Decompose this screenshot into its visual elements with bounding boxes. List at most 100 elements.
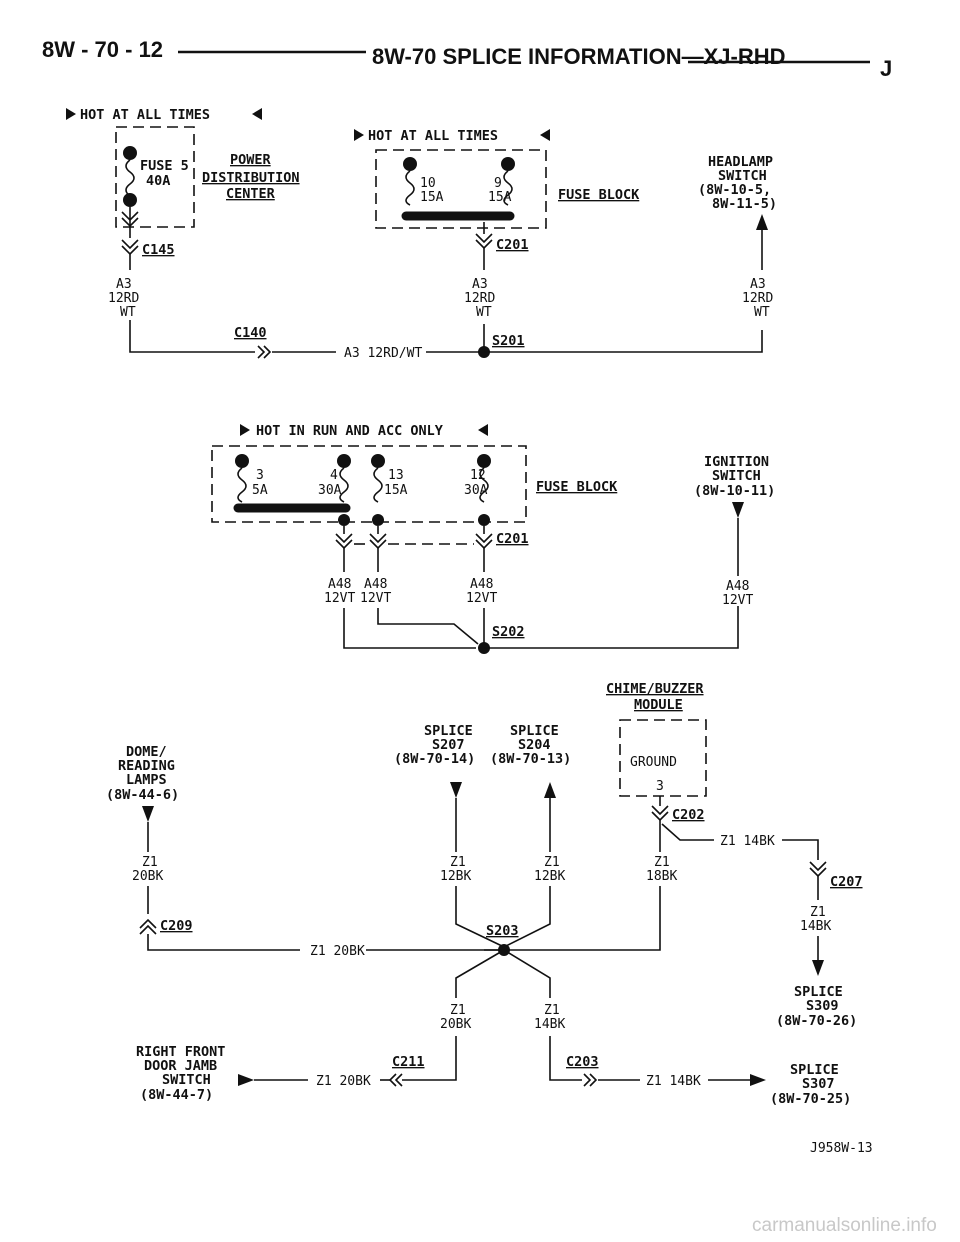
- fuse-terminal: [235, 454, 249, 468]
- door-jamb-label-2: DOOR JAMB: [144, 1058, 217, 1074]
- c201-label: C201: [496, 237, 529, 253]
- ignition-label-2: SWITCH: [712, 468, 761, 484]
- wire-a3-color-3: WT: [754, 305, 770, 320]
- fuse-icon: [237, 467, 247, 503]
- connector-c201-icon: [475, 233, 493, 250]
- fuse10-num: 10: [420, 176, 436, 191]
- fuse-icon: [125, 159, 135, 197]
- arrow-right-icon: [66, 108, 76, 120]
- z1-label-down-2: Z1: [544, 1003, 560, 1018]
- fuse3-rating: 5A: [252, 483, 268, 498]
- door-jamb-label-3: SWITCH: [162, 1072, 211, 1088]
- connector-icon: [369, 533, 387, 550]
- wire-a3-full-label: A3 12RD/WT: [344, 346, 422, 361]
- fuse-terminal: [123, 193, 137, 207]
- page-number: 8W - 70 - 12: [42, 37, 163, 62]
- watermark: carmanualsonline.info: [752, 1215, 937, 1236]
- wire-a48-name-2: A48: [364, 577, 387, 592]
- c201-label-2: C201: [496, 531, 529, 547]
- gauge-18bk: 18BK: [646, 869, 677, 884]
- dome-label-2: READING: [118, 758, 175, 774]
- dome-label-3: LAMPS: [126, 772, 167, 788]
- c207-label: C207: [830, 874, 863, 890]
- fuse12-num: 12: [470, 468, 486, 483]
- door-jamb-label-4: (8W-44-7): [140, 1087, 213, 1103]
- page-mark: J: [880, 56, 892, 81]
- arrow-down-icon: [450, 782, 462, 798]
- fuse9-num: 9: [494, 176, 502, 191]
- arrow-down-icon: [812, 960, 824, 976]
- figure-id: J958W-13: [810, 1141, 873, 1156]
- arrow-left-icon: [478, 424, 488, 436]
- fuse-terminal: [372, 514, 384, 526]
- fuse-terminal: [478, 514, 490, 526]
- chime-label-2: MODULE: [634, 697, 683, 713]
- hot-at-all-times-label: HOT AT ALL TIMES: [80, 107, 210, 123]
- wire-a3-gauge-2: 12RD: [464, 291, 495, 306]
- fuse-block-box-2: [211, 445, 527, 523]
- fuse13-num: 13: [388, 468, 404, 483]
- fuse-icon: [503, 170, 513, 206]
- c211-label: C211: [392, 1054, 425, 1070]
- z1-label-c207: Z1: [810, 905, 826, 920]
- splice207-label-2: S207: [432, 737, 465, 753]
- wire-a3-color-2: WT: [476, 305, 492, 320]
- fuse4-rating: 30A: [318, 483, 342, 498]
- fuse-terminal: [501, 157, 515, 171]
- z1-20bk-label-2: Z1 20BK: [316, 1074, 371, 1089]
- splice207-label-1: SPLICE: [424, 723, 473, 739]
- s203-label: S203: [486, 923, 519, 939]
- arrow-right-icon: [240, 424, 250, 436]
- connector-c209-icon: [139, 918, 157, 935]
- section-hot-at-all-times: HOT AT ALL TIMES FUSE 5 40A POWER DISTRI…: [66, 107, 777, 361]
- splice204-label-2: S204: [518, 737, 551, 753]
- section-ground-splices: CHIME/BUZZER MODULE GROUND 3 C202 Z1 14B…: [106, 681, 863, 1107]
- fuse-terminal: [371, 454, 385, 468]
- c203-label: C203: [566, 1054, 599, 1070]
- splice309-label-3: (8W-70-26): [776, 1013, 857, 1029]
- arrow-right-icon: [750, 1074, 766, 1086]
- headlamp-label-3: (8W-10-5,: [698, 182, 771, 198]
- c209-label: C209: [160, 918, 193, 934]
- pdc-label-2: DISTRIBUTION: [202, 170, 300, 186]
- splice207-label-3: (8W-70-14): [394, 751, 475, 767]
- gauge-14bk-c207: 14BK: [800, 919, 831, 934]
- arrow-right-icon: [354, 129, 364, 141]
- section-hot-in-run-acc: HOT IN RUN AND ACC ONLY 3 5A 4 30A 13 15…: [211, 423, 775, 654]
- fuse-icon: [405, 170, 415, 206]
- fuse-terminal: [403, 157, 417, 171]
- z1-label-chime: Z1: [654, 855, 670, 870]
- c145-label: C145: [142, 242, 175, 258]
- z1-label-down-1: Z1: [450, 1003, 466, 1018]
- connector-c202-icon: [651, 805, 669, 822]
- fuse-block-hot-label: HOT AT ALL TIMES: [368, 128, 498, 144]
- dome-label-4: (8W-44-6): [106, 787, 179, 803]
- wire-a48-gauge-4: 12VT: [722, 593, 753, 608]
- splice309-label-2: S309: [806, 998, 839, 1014]
- page-title: 8W-70 SPLICE INFORMATION—XJ-RHD: [372, 44, 786, 69]
- ground-label: GROUND: [630, 755, 677, 770]
- arrow-up-icon: [756, 214, 768, 230]
- fuse-icon: [479, 467, 489, 503]
- z1-14bk-label-2: Z1 14BK: [646, 1074, 701, 1089]
- splice307-label-3: (8W-70-25): [770, 1091, 851, 1107]
- z1-20bk-label: Z1 20BK: [310, 944, 365, 959]
- gauge-14bk-down: 14BK: [534, 1017, 565, 1032]
- fuse4-num: 4: [330, 468, 338, 483]
- ground-pin: 3: [656, 779, 664, 794]
- z1-14bk-label: Z1 14BK: [720, 834, 775, 849]
- gauge-20bk-down: 20BK: [440, 1017, 471, 1032]
- fuse-terminal: [337, 454, 351, 468]
- wire-a48-gauge-1: 12VT: [324, 591, 355, 606]
- wire-a3-name: A3: [116, 277, 132, 292]
- connector-c207-icon: [809, 861, 827, 878]
- connector-c201-icon: [475, 533, 493, 550]
- fuse3-num: 3: [256, 468, 264, 483]
- z1-label-s207: Z1: [450, 855, 466, 870]
- wire-a48-gauge-2: 12VT: [360, 591, 391, 606]
- chime-label-1: CHIME/BUZZER: [606, 681, 704, 697]
- gauge-12bk-s204: 12BK: [534, 869, 565, 884]
- ignition-label-3: (8W-10-11): [694, 483, 775, 499]
- page-header: 8W - 70 - 12 8W-70 SPLICE INFORMATION—XJ…: [42, 37, 892, 81]
- gauge-20bk-dome: 20BK: [132, 869, 163, 884]
